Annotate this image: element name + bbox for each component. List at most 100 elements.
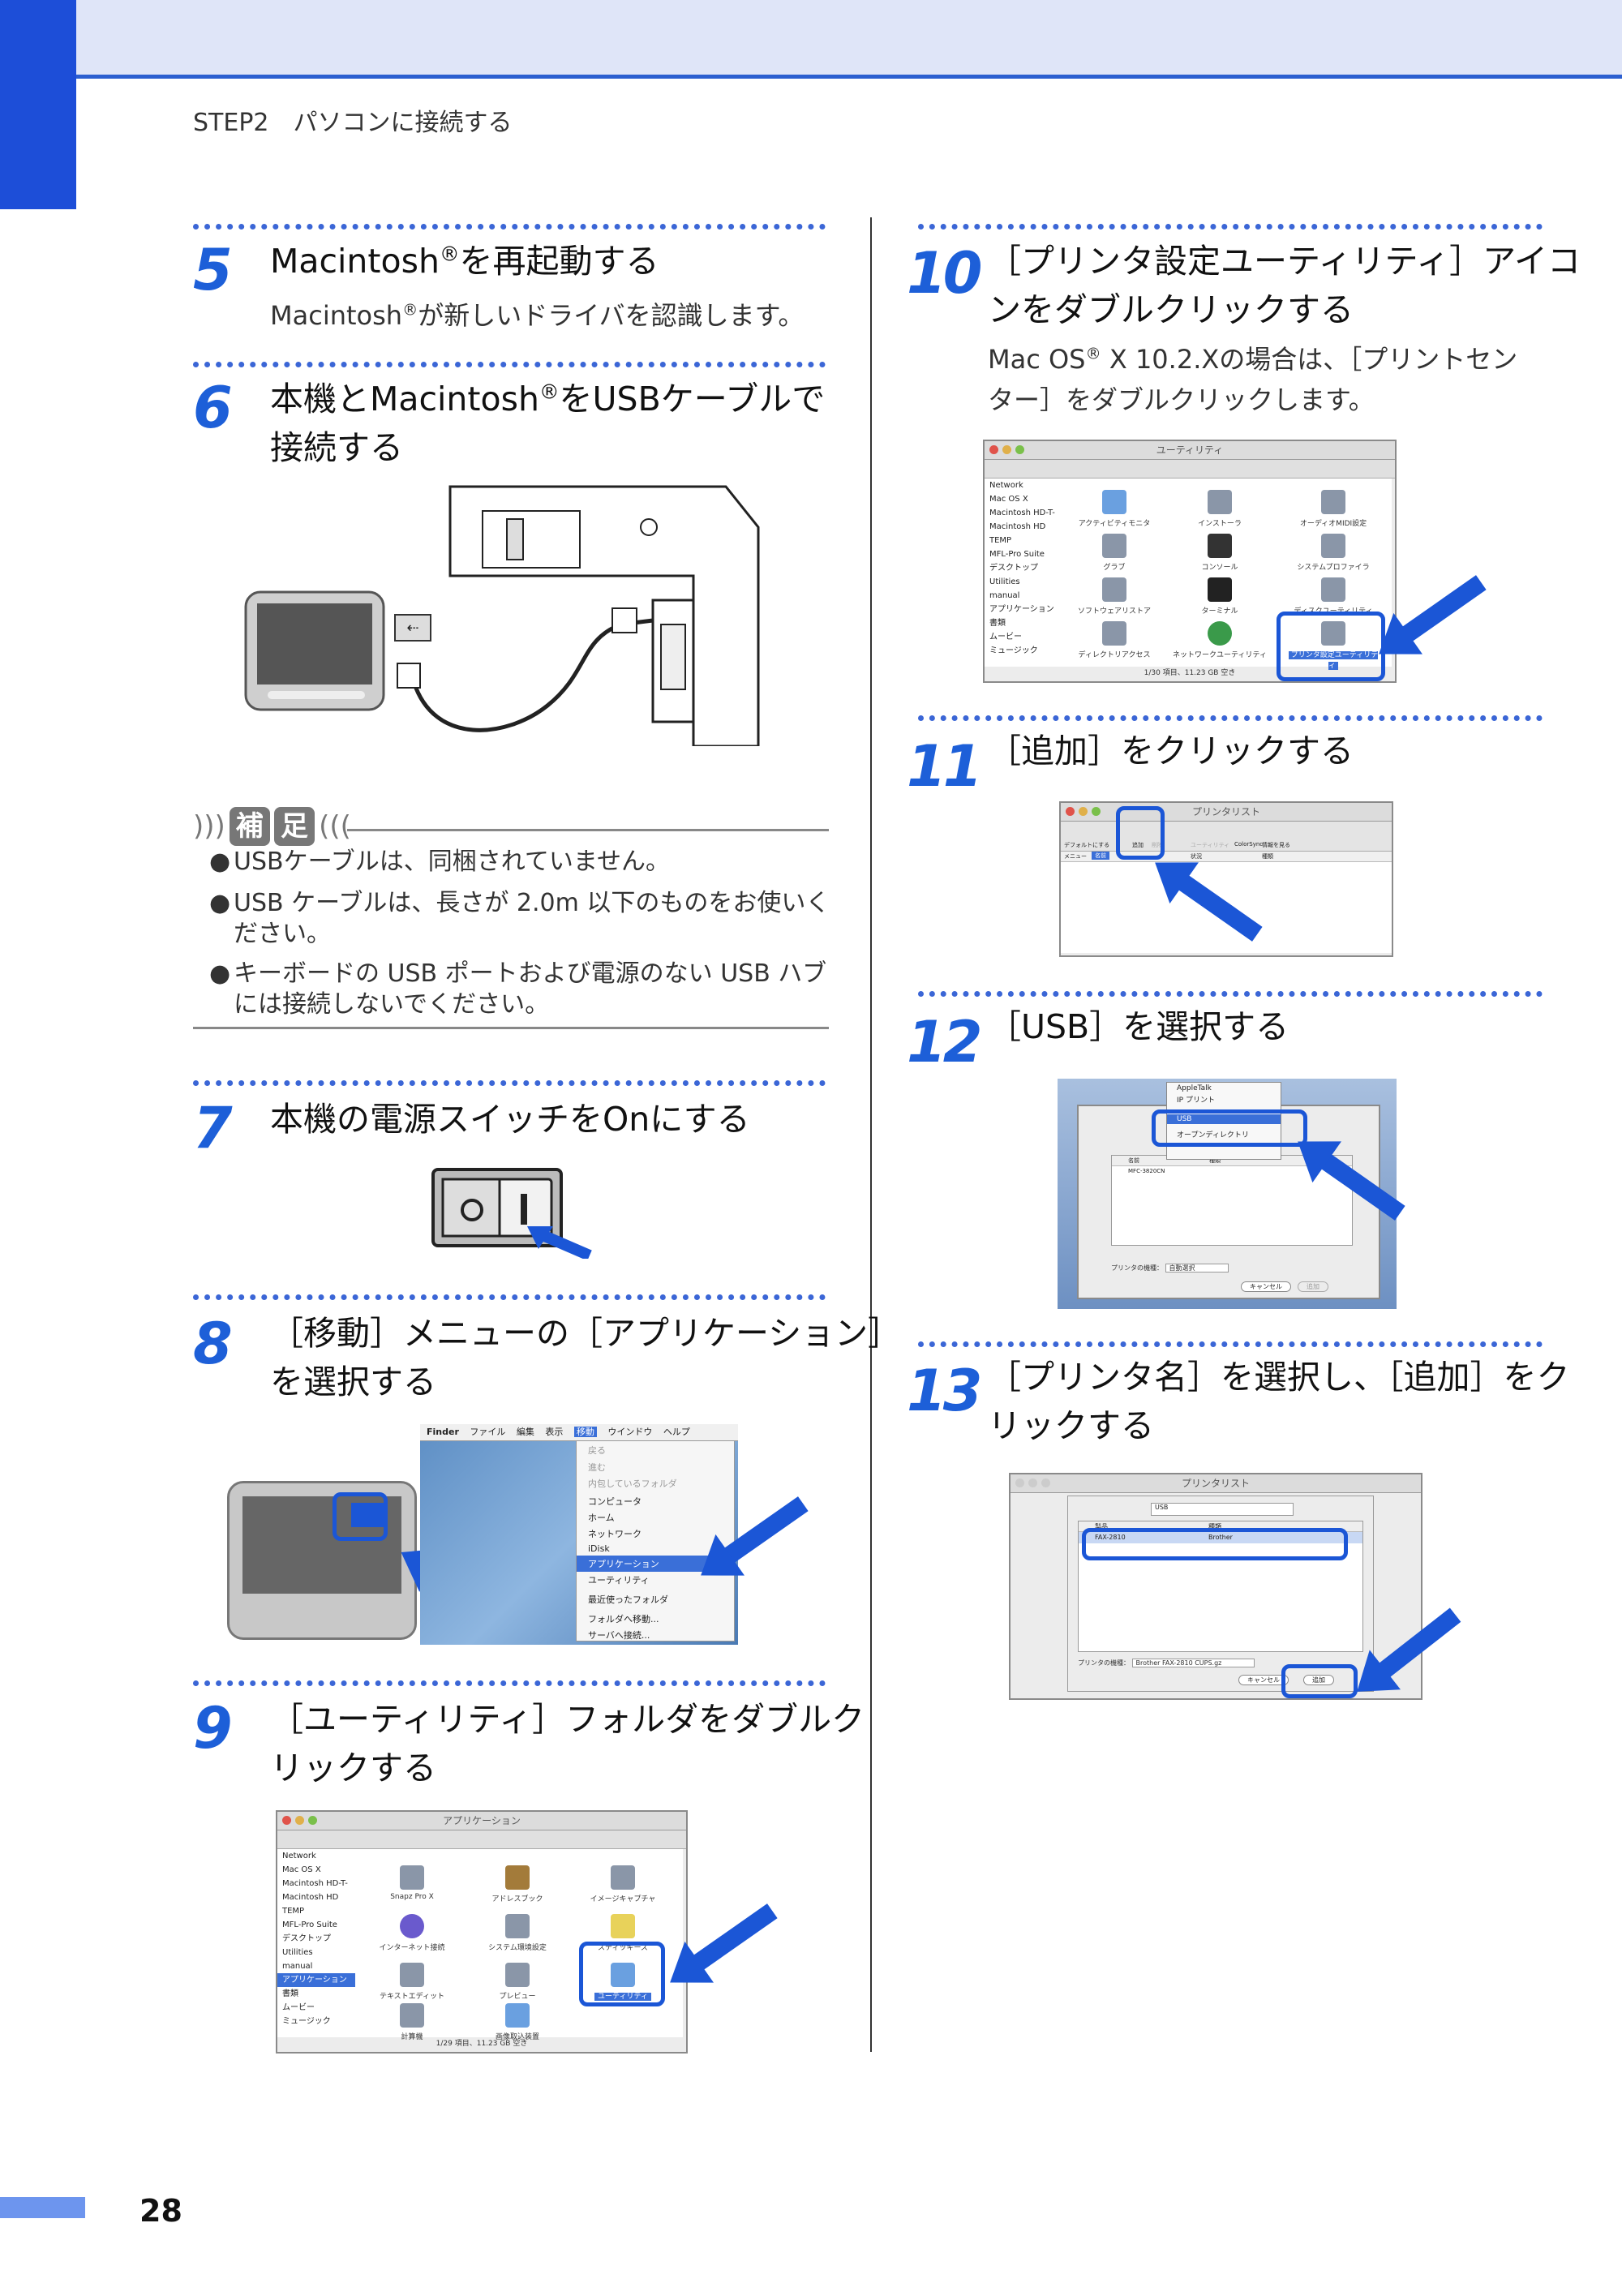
sidebar-item[interactable]: TEMP (989, 536, 1012, 545)
menu-edit[interactable]: 編集 (516, 1427, 534, 1437)
app-icon[interactable]: ディレクトリアクセス (1066, 621, 1163, 659)
connection-select[interactable]: USB (1151, 1503, 1294, 1516)
menu-help[interactable]: ヘルプ (663, 1427, 690, 1437)
sidebar-item[interactable]: Macintosh HD-T- (282, 1879, 348, 1888)
col-kind[interactable]: 種類 (1208, 1523, 1221, 1530)
menu-item-recent[interactable]: 最近使ったフォルダ (588, 1594, 668, 1605)
close-button[interactable] (282, 1816, 291, 1825)
sidebar-item[interactable]: manual (282, 1962, 313, 1971)
close-button[interactable] (1066, 807, 1075, 816)
sidebar-item[interactable]: デスクトップ (989, 564, 1038, 573)
col-name[interactable]: 名前 (1092, 852, 1109, 860)
sidebar-item[interactable]: MFL-Pro Suite (282, 1920, 337, 1929)
minimize-button[interactable] (295, 1816, 304, 1825)
app-icon[interactable]: グラブ (1066, 534, 1163, 572)
add-button[interactable]: 追加 (1303, 1675, 1334, 1685)
menu-item-idisk[interactable]: iDisk (588, 1543, 610, 1554)
sidebar-item[interactable]: Macintosh HD (989, 522, 1046, 531)
menu-item-utilities[interactable]: ユーティリティ (588, 1575, 650, 1586)
app-icon[interactable]: オーディオMIDI設定 (1285, 490, 1382, 528)
printer-setup-utility-icon[interactable]: プリンタ設定ユーティリティ (1285, 621, 1382, 670)
sidebar-item-applications[interactable]: アプリケーション (277, 1973, 355, 1987)
app-icon[interactable]: 画像取込装置 (469, 2003, 566, 2041)
app-icon[interactable]: スティッキーズ (574, 1914, 672, 1952)
menu-item-goto-folder[interactable]: フォルダへ移動... (588, 1614, 659, 1624)
app-icon[interactable]: ターミナル (1171, 577, 1268, 616)
app-icon[interactable]: コンソール (1171, 534, 1268, 572)
sidebar-item[interactable]: Utilities (989, 577, 1020, 586)
sidebar-item[interactable]: デスクトップ (282, 1934, 331, 1943)
app-icon[interactable]: アクティビティモニタ (1066, 490, 1163, 528)
menu-item-connect-server[interactable]: サーバへ接続... (588, 1630, 650, 1641)
app-icon[interactable]: Snapz Pro X (363, 1865, 461, 1901)
menu-item-back[interactable]: 戻る (588, 1445, 606, 1456)
menu-item-opendirectory[interactable]: オープンディレクトリ (1177, 1131, 1249, 1139)
sidebar-item[interactable]: ムービー (989, 633, 1022, 642)
close-button[interactable] (989, 445, 998, 454)
menu-window[interactable]: ウインドウ (607, 1427, 653, 1437)
info-button[interactable]: 情報を見る (1262, 842, 1290, 848)
app-icon[interactable]: イメージキャプチャ (574, 1865, 672, 1903)
minimize-button[interactable] (1079, 807, 1088, 816)
col-status[interactable]: 状況 (1191, 853, 1202, 860)
colorsync-button[interactable]: ColorSync (1234, 841, 1264, 848)
sidebar-item[interactable]: TEMP (282, 1907, 305, 1916)
app-icon[interactable]: インターネット接続 (363, 1914, 461, 1952)
sidebar-item[interactable]: 書類 (989, 619, 1006, 628)
col-name[interactable]: 名前 (1128, 1157, 1139, 1164)
menu-item-enclosing[interactable]: 内包しているフォルダ (588, 1478, 677, 1489)
sidebar-item[interactable]: Utilities (282, 1948, 313, 1957)
sidebar-item[interactable]: 書類 (282, 1989, 298, 1998)
menu-go[interactable]: 移動 (573, 1427, 597, 1437)
zoom-button[interactable] (1015, 445, 1024, 454)
menu-item-forward[interactable]: 進む (588, 1462, 606, 1473)
app-icon[interactable]: 計算機 (363, 2003, 461, 2041)
menu-view[interactable]: 表示 (545, 1427, 564, 1437)
menu-item-network[interactable]: ネットワーク (588, 1529, 642, 1539)
sidebar-item[interactable]: MFL-Pro Suite (989, 550, 1045, 559)
menu-item-appletalk[interactable]: AppleTalk (1177, 1084, 1212, 1092)
sidebar-item[interactable]: Network (282, 1852, 316, 1860)
utilities-folder-icon[interactable]: ユーティリティ (574, 1963, 672, 2001)
app-icon[interactable]: ソフトウェアリストア (1066, 577, 1163, 616)
sidebar-item[interactable]: Network (989, 481, 1023, 490)
menu-item-home[interactable]: ホーム (588, 1513, 615, 1523)
menu-item-ip[interactable]: IP プリント (1177, 1097, 1215, 1105)
model-select[interactable]: Brother FAX-2810 CUPS.gz (1131, 1659, 1255, 1667)
sidebar-item[interactable]: Macintosh HD-T- (989, 509, 1055, 517)
app-icon[interactable]: ディスクユーティリティ (1285, 577, 1382, 616)
add-button[interactable]: 追加 (1132, 842, 1144, 848)
minimize-button[interactable] (1002, 445, 1011, 454)
menu-file[interactable]: ファイル (470, 1427, 506, 1437)
sidebar-item[interactable]: アプリケーション (989, 605, 1054, 614)
device-row-selected[interactable]: FAX-2810 Brother (1079, 1532, 1362, 1543)
sidebar-item[interactable]: Mac OS X (282, 1865, 321, 1874)
zoom-button[interactable] (1041, 1478, 1050, 1487)
close-button[interactable] (1015, 1478, 1024, 1487)
make-default-button[interactable]: デフォルトにする (1064, 842, 1110, 848)
sidebar-item[interactable]: manual (989, 591, 1020, 600)
app-icon[interactable]: テキストエディット (363, 1963, 461, 2001)
add-button[interactable]: 追加 (1298, 1281, 1328, 1292)
sidebar-item[interactable]: ミュージック (989, 646, 1038, 655)
sidebar-item[interactable]: Macintosh HD (282, 1893, 339, 1902)
app-icon[interactable]: ネットワークユーティリティ (1171, 621, 1268, 659)
model-select[interactable]: 自動選択 (1165, 1264, 1229, 1272)
sidebar-item[interactable]: Mac OS X (989, 495, 1028, 504)
delete-button[interactable]: 削除 (1152, 842, 1163, 848)
minimize-button[interactable] (1028, 1478, 1037, 1487)
sidebar-item[interactable]: ムービー (282, 2003, 315, 2012)
zoom-button[interactable] (1092, 807, 1101, 816)
sidebar-item[interactable]: ミュージック (282, 2017, 331, 2026)
device-row[interactable]: MFC-3820CN (1128, 1168, 1165, 1174)
col-product[interactable]: 製品 (1095, 1523, 1108, 1530)
col-kind[interactable]: 種類 (1209, 1157, 1221, 1164)
app-icon[interactable]: システムプロファイラ (1285, 534, 1382, 572)
zoom-button[interactable] (308, 1816, 317, 1825)
app-icon[interactable]: システム環境設定 (469, 1914, 566, 1952)
col-kind[interactable]: 種類 (1262, 853, 1273, 860)
cancel-button[interactable]: キャンセル (1241, 1281, 1291, 1292)
app-icon[interactable]: アドレスブック (469, 1865, 566, 1903)
menu-item-computer[interactable]: コンピュータ (588, 1496, 642, 1507)
col-menu[interactable]: メニュー (1064, 853, 1087, 860)
